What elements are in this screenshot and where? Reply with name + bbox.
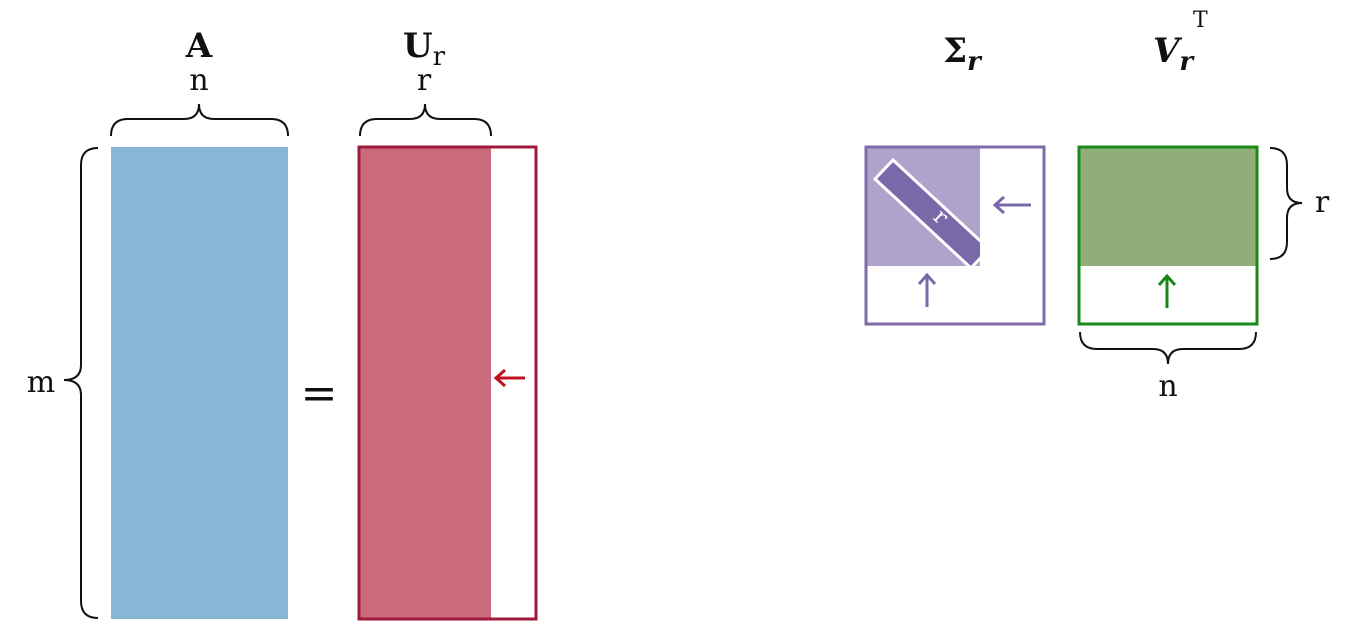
matrix-sigma-diagonal — [872, 157, 980, 266]
matrix-v-col-dim-label: n — [1158, 369, 1177, 404]
matrix-a: A n m — [27, 26, 289, 619]
matrix-sigma-title-sub: r — [967, 47, 983, 77]
matrix-v-title-sub: r — [1179, 47, 1195, 77]
matrix-v-row-dim-label: r — [1315, 185, 1330, 220]
matrix-sigma-left-arrow-icon — [992, 195, 1031, 215]
matrix-a-block — [111, 147, 288, 619]
matrix-u-title: Ur — [403, 26, 446, 72]
matrix-u-title-sub: r — [433, 42, 446, 72]
matrix-u-filled-block — [360, 148, 491, 618]
matrix-u-title-main: U — [403, 26, 433, 66]
matrix-sigma-up-arrow-icon — [917, 272, 937, 307]
equals-sign: = — [301, 368, 338, 419]
matrix-u-left-arrow-icon — [493, 368, 525, 388]
matrix-v-filled-block — [1080, 148, 1256, 266]
matrix-sigma-outline — [864, 145, 1046, 326]
matrix-sigma-title-main: Σ — [943, 31, 967, 71]
matrix-a-col-dim-label: n — [189, 63, 208, 98]
matrix-v-up-arrow-icon — [1157, 273, 1177, 308]
matrix-v-right-brace — [1269, 147, 1303, 260]
matrix-sigma-title: Σr — [943, 31, 983, 77]
matrix-v-outline — [1077, 145, 1259, 326]
matrix-u: Ur r — [357, 26, 538, 621]
matrix-v-title-main: V — [1153, 31, 1183, 71]
matrix-sigma: Σr r — [864, 31, 1046, 326]
matrix-a-row-dim-label: m — [27, 365, 55, 400]
matrix-v-title: Vr — [1153, 31, 1195, 77]
matrix-u-outline — [357, 145, 538, 621]
matrix-v-bottom-brace — [1079, 331, 1257, 365]
matrix-u-col-dim-label: r — [417, 63, 432, 98]
matrix-a-top-brace — [110, 103, 289, 137]
matrix-u-top-brace — [359, 103, 492, 137]
matrix-a-title: A — [185, 26, 213, 66]
matrix-v-title-sup: T — [1193, 8, 1208, 33]
matrix-v: Vr T r n — [1077, 8, 1330, 404]
matrix-a-left-brace — [63, 147, 99, 619]
